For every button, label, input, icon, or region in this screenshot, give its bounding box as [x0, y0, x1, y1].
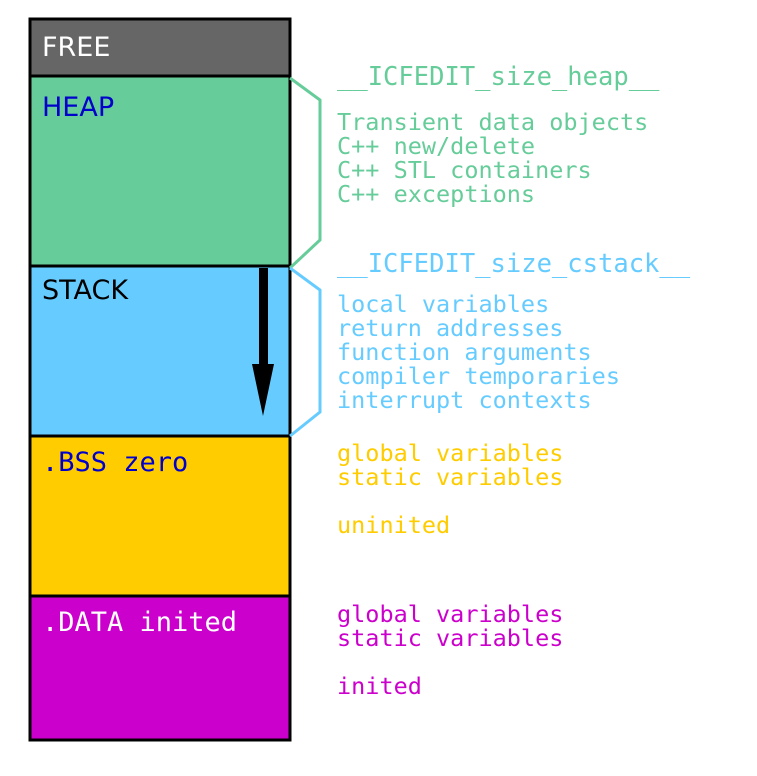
stack-block [28, 264, 292, 438]
stack-size-bracket [289, 266, 322, 438]
heap-info-line: C++ new/delete [337, 132, 535, 160]
data-info-line: static variables [337, 624, 563, 652]
stack-arrow-shaft [259, 268, 268, 368]
bss-note: uninited [337, 511, 450, 539]
heap-info-line: Transient data objects [337, 108, 648, 136]
stack-label: STACK [42, 275, 129, 306]
bss-info-line: global variables [337, 439, 563, 467]
free-block [28, 17, 292, 78]
heap-info-line: C++ exceptions [337, 180, 535, 208]
stack-info-line: return addresses [337, 314, 563, 342]
data-block [28, 594, 292, 742]
bss-label: .BSS zero [42, 447, 188, 478]
data-info-line: global variables [337, 600, 563, 628]
heap-size-bracket [288, 76, 322, 270]
bss-block [28, 434, 292, 598]
stack-info-line: local variables [337, 290, 549, 318]
stack-arrow-head [252, 364, 274, 416]
heap-label: HEAP [42, 92, 114, 123]
heap-size-symbol: __ICFEDIT_size_heap__ [337, 62, 660, 92]
data-label: .DATA inited [42, 607, 237, 638]
bss-info-line: static variables [337, 463, 563, 491]
stack-info-line: interrupt contexts [337, 386, 592, 414]
stack-size-symbol: __ICFEDIT_size_cstack__ [337, 249, 691, 279]
heap-block [28, 74, 292, 268]
stack-info-line: compiler temporaries [337, 362, 620, 390]
heap-info-line: C++ STL containers [337, 156, 592, 184]
stack-growth-arrow [252, 268, 274, 416]
free-label: FREE [42, 32, 110, 63]
stack-info-line: function arguments [337, 338, 592, 366]
data-note: inited [337, 672, 422, 700]
